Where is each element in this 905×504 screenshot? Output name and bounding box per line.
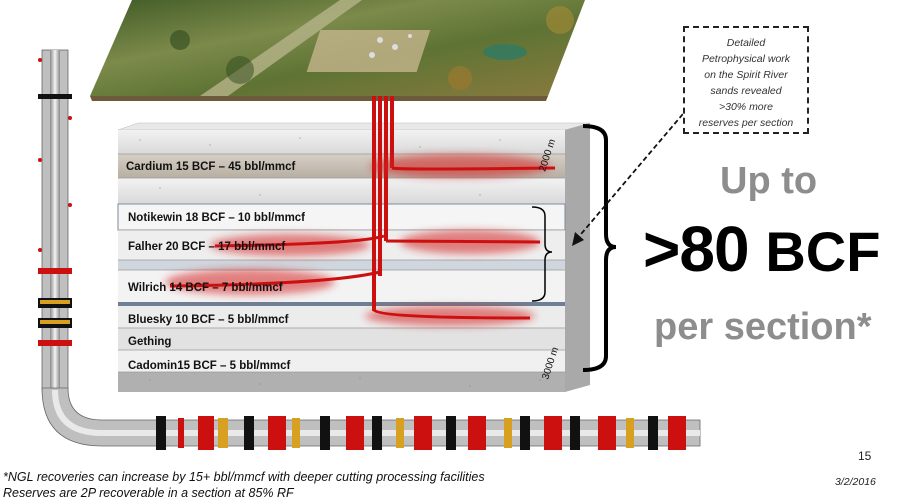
footnote-reserves: Reserves are 2P recoverable in a section… <box>3 486 294 500</box>
petrophysical-callout: Detailed Petrophysical work on the Spiri… <box>683 26 809 134</box>
layer-label-cadomin: Cadomin15 BCF – 5 bbl/mmcf <box>128 360 290 372</box>
callout-line: Detailed <box>726 37 766 49</box>
horizontal-wellbore <box>41 387 701 450</box>
slide-date: 3/2/2016 <box>835 476 876 488</box>
spirit-river-bracket <box>531 206 553 302</box>
footnote-ngl: *NGL recoveries can increase by 15+ bbl/… <box>3 470 485 484</box>
headline-value: >80 BCF <box>643 212 880 286</box>
left-wellbore <box>38 49 72 391</box>
callout-line: sands revealed <box>710 85 782 97</box>
callout-line: on the Spirit River <box>704 69 788 81</box>
layer-label-cardium: Cardium 15 BCF – 45 bbl/mmcf <box>126 161 296 173</box>
headline-per-section: per section* <box>654 306 872 348</box>
horizontal-laterals <box>165 154 556 326</box>
large-bracket <box>582 124 617 372</box>
page-number: 15 <box>858 449 872 463</box>
layer-label-notikewin: Notikewin 18 BCF – 10 bbl/mmcf <box>128 212 305 224</box>
layer-label-gething: Gething <box>128 336 171 348</box>
callout-line: >30% more <box>719 101 773 113</box>
headline-unit: BCF <box>765 220 881 283</box>
callout-line: reserves per section <box>698 117 794 129</box>
layer-label-bluesky: Bluesky 10 BCF – 5 bbl/mmcf <box>128 314 289 326</box>
layer-label-wilrich: Wilrich 14 BCF – 7 bbl/mmcf <box>128 282 283 294</box>
callout-line: Petrophysical work <box>701 53 791 65</box>
layer-label-falher: Falher 20 BCF – 17 bbl/mmcf <box>128 241 285 253</box>
callout-arrow <box>572 107 689 246</box>
surface-photo <box>90 0 585 101</box>
headline-up-to: Up to <box>720 160 818 202</box>
headline-number: >80 <box>643 213 750 285</box>
